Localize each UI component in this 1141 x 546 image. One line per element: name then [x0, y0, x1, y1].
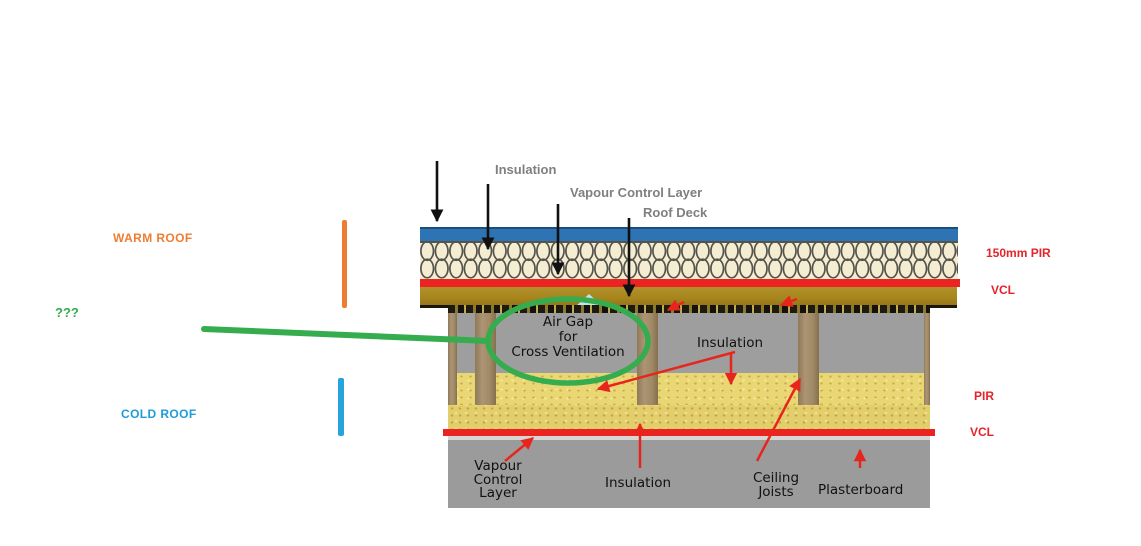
warm-roof-title: WARM ROOF [113, 231, 193, 245]
plasterboard-label: Plasterboard [818, 482, 904, 498]
cold-roof-deck-layer [448, 305, 930, 313]
ceiling-joists-label: Ceiling Joists [752, 470, 800, 500]
vcl-right-label-cold: VCL [970, 425, 994, 439]
warm-roof-marker-bar [342, 220, 347, 308]
insulation-label-mid: Insulation [697, 335, 764, 351]
insulation-label-warm: Insulation [495, 162, 557, 177]
pir-right-label-cold: PIR [974, 389, 995, 403]
insulation-label-bottom: Insulation [605, 475, 672, 491]
ceiling-joist [798, 310, 819, 405]
question-marks-label: ??? [55, 305, 79, 320]
ceiling-joist [448, 310, 457, 405]
vcl-right-label-warm: VCL [991, 283, 1015, 297]
vcl-layer-cold [443, 429, 935, 436]
vcl-label-cold: Vapour Control Layer [473, 458, 523, 501]
roof-membrane-layer [420, 227, 958, 241]
pir-150mm-label: 150mm PIR [986, 246, 1051, 260]
pir-insulation-layer [420, 241, 958, 279]
roof-deck-label: Roof Deck [643, 205, 708, 220]
green-pointer-line [201, 326, 492, 344]
insulation-continuous-layer [448, 405, 930, 429]
vcl-label-warm: Vapour Control Layer [570, 185, 703, 200]
ceiling-joist [924, 310, 930, 405]
insulation-between-joists [448, 373, 930, 405]
vcl-layer-warm [420, 279, 960, 287]
plasterboard-gap-line [448, 436, 930, 440]
cold-roof-title: COLD ROOF [121, 407, 197, 421]
air-gap-note: Air Gap for Cross Ventilation [511, 314, 625, 360]
cold-roof-marker-bar [338, 378, 344, 436]
